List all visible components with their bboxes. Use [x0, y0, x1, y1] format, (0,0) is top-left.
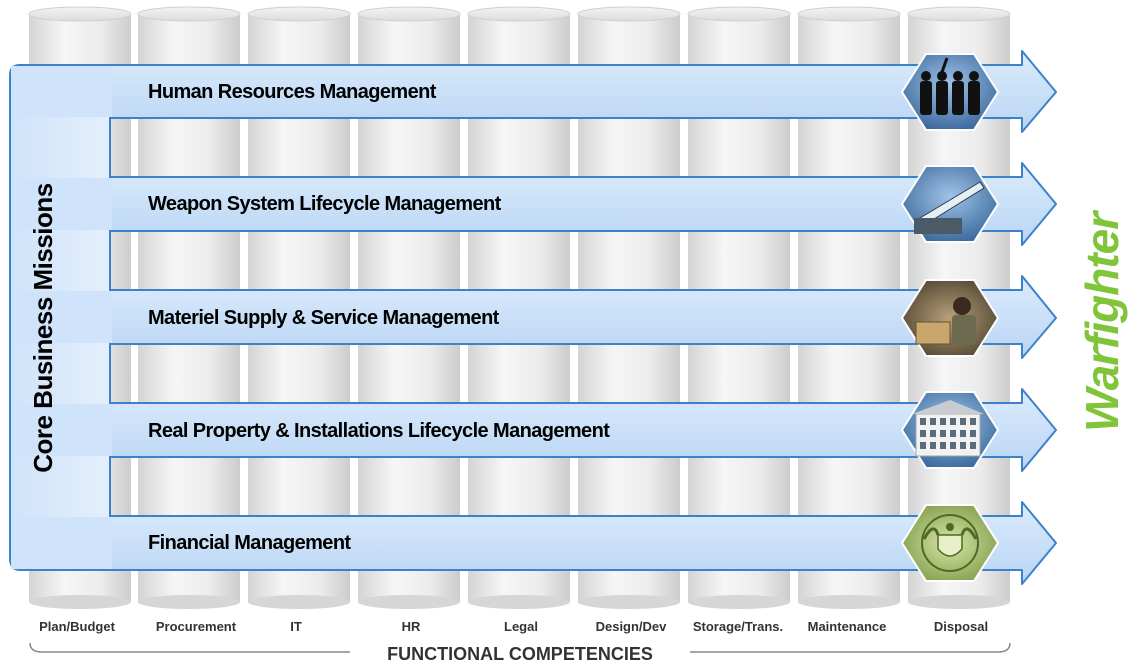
competency-label-design-dev: Design/Dev [595, 619, 667, 634]
competency-label-storage-trans: Storage/Trans. [692, 619, 784, 634]
competency-label-procurement: Procurement [155, 619, 237, 634]
competency-label-hr: HR [401, 619, 421, 634]
missile-launcher-icon [900, 165, 1000, 243]
mission-arrow [110, 501, 1057, 585]
building-icon [900, 391, 1000, 469]
mission-arrows [11, 50, 1057, 585]
supply-soldier-icon [900, 279, 1000, 357]
competency-label-disposal: Disposal [933, 619, 989, 634]
mission-arrow [110, 275, 1057, 359]
competencies-brace [29, 642, 1011, 653]
core-business-missions-label: Core Business Missions [28, 183, 58, 473]
competency-label-plan-budget: Plan/Budget [39, 619, 115, 634]
mission-label-financial: Financial Management [148, 532, 351, 554]
mission-icons [900, 53, 1000, 582]
warfighter-label: Warfighter [1076, 212, 1128, 432]
competency-label-maintenance: Maintenance [807, 619, 887, 634]
competency-label-legal: Legal [504, 619, 538, 634]
functional-competencies-label: FUNCTIONAL COMPETENCIES [387, 644, 653, 664]
mission-arrow [110, 50, 1057, 133]
mission-label-real-property: Real Property & Installations Lifecycle … [148, 420, 610, 442]
mission-label-materiel-supply: Materiel Supply & Service Management [148, 307, 499, 329]
mission-label-weapon-system: Weapon System Lifecycle Management [148, 193, 501, 215]
mission-label-human-resources: Human Resources Management [148, 81, 436, 103]
mission-arrow [110, 162, 1057, 246]
competency-label-it: IT [290, 619, 302, 634]
soldiers-silhouette-icon [900, 53, 1000, 131]
mission-arrow [110, 388, 1057, 472]
eagle-seal-icon [900, 504, 1000, 582]
